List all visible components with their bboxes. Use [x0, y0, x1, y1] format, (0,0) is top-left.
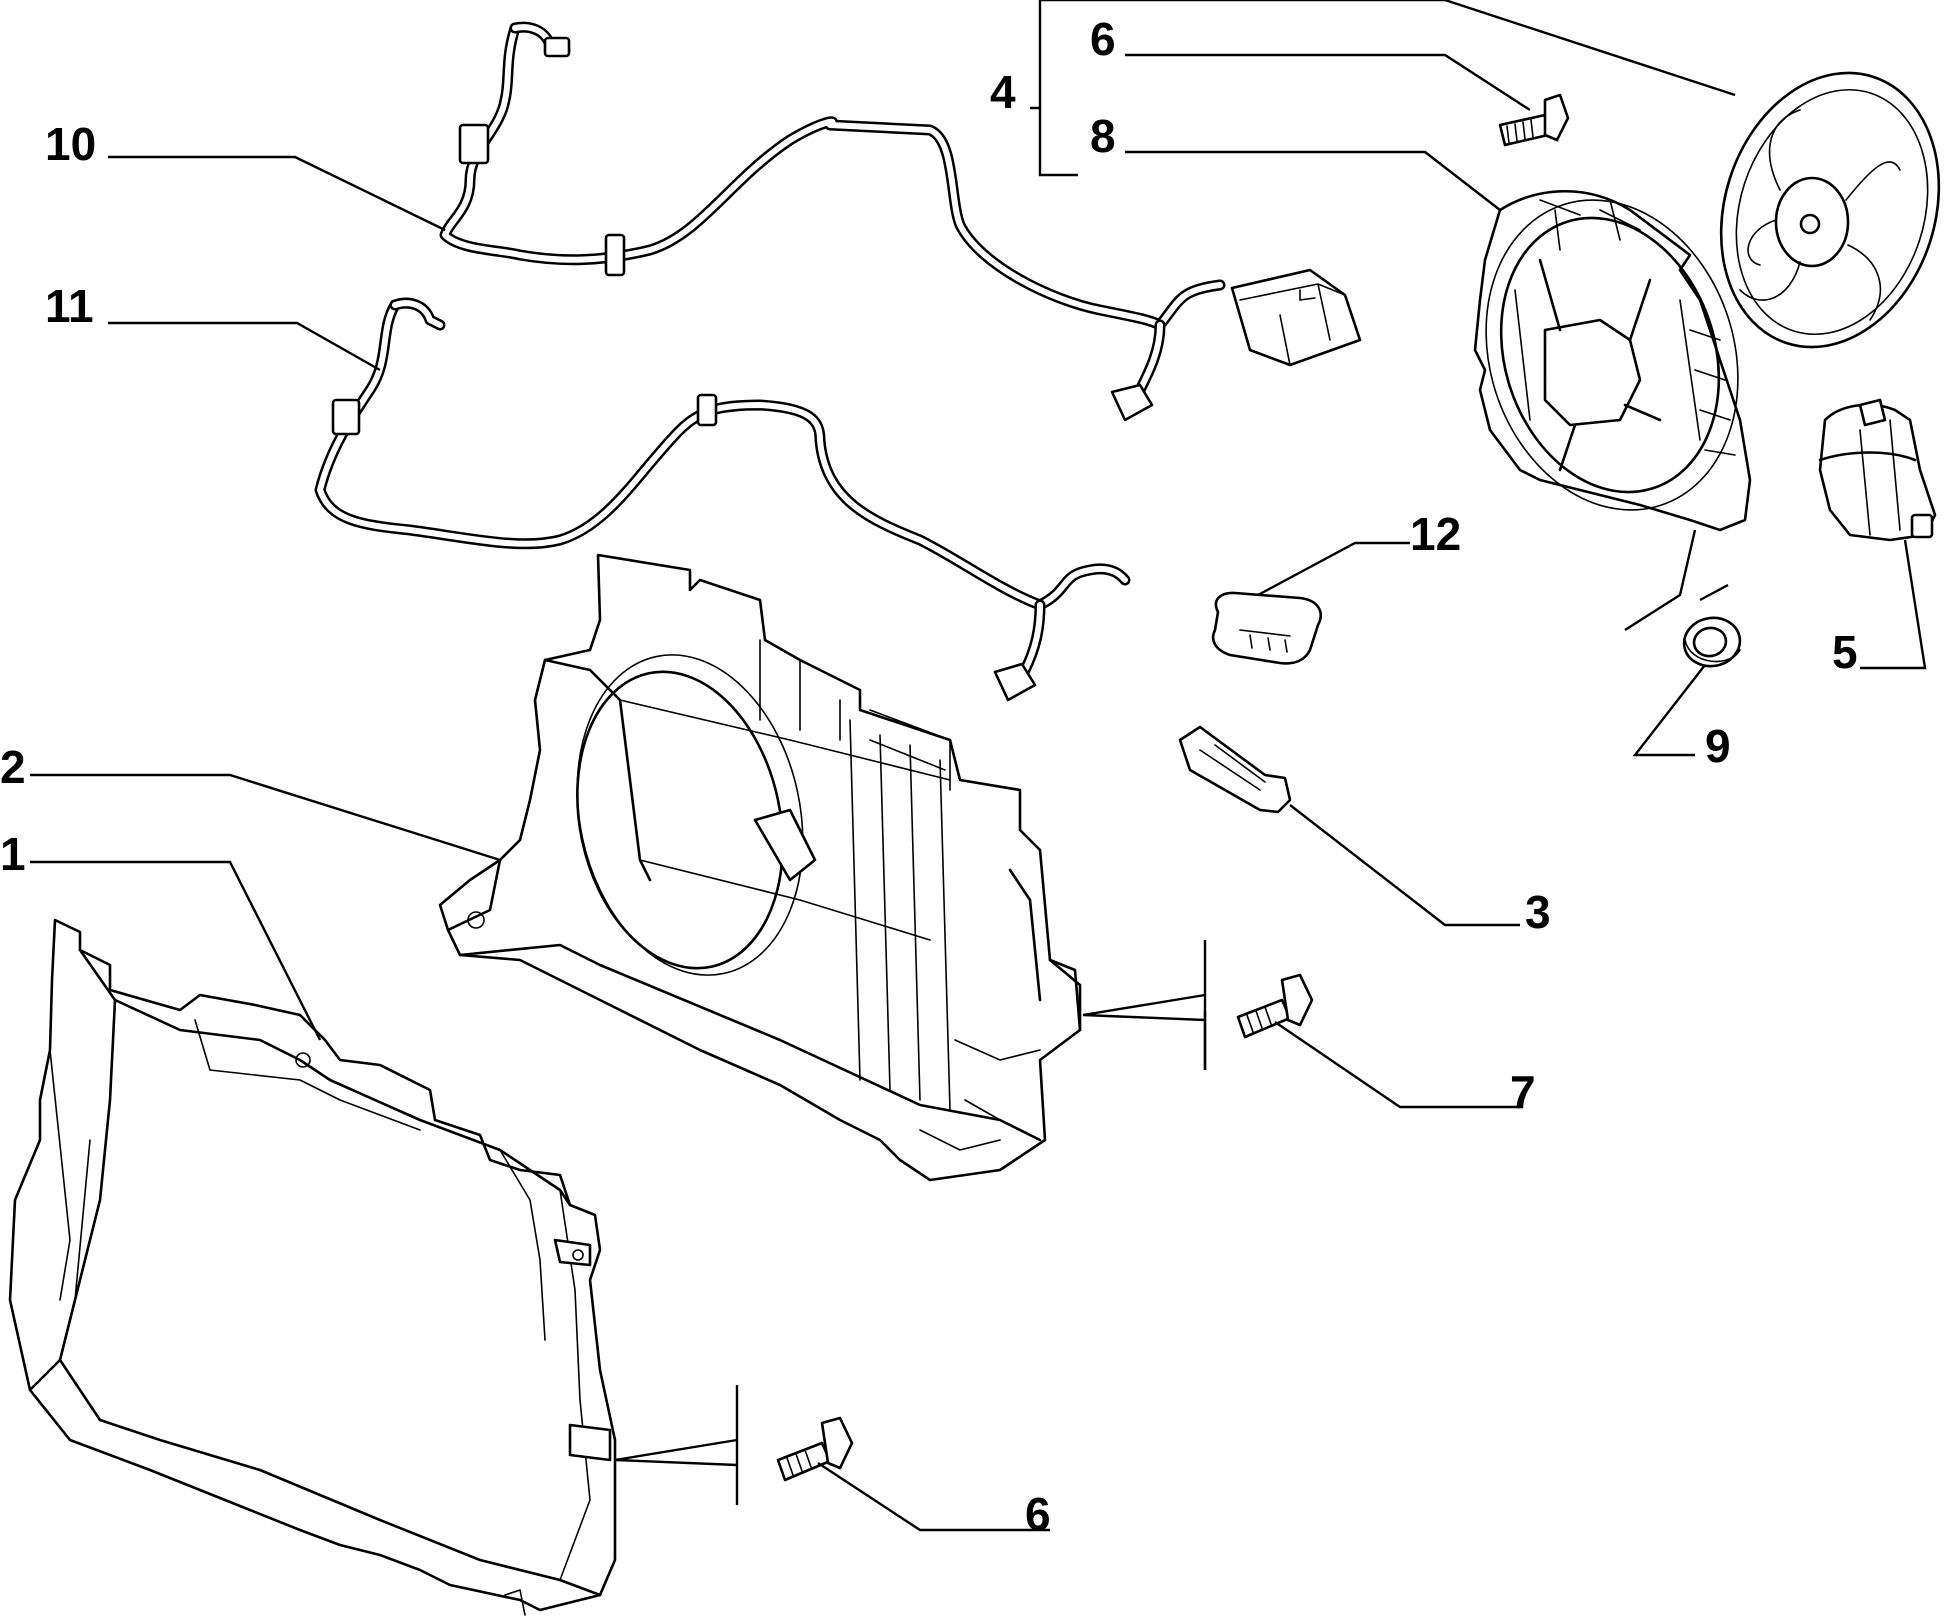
- callout-11: 11: [45, 280, 94, 332]
- callout-10: 10: [45, 118, 96, 170]
- callout-7: 7: [1510, 1066, 1536, 1118]
- wiring-harness-upper: [439, 21, 1362, 422]
- callout-2: 2: [0, 741, 26, 793]
- bolt-center: [1236, 973, 1314, 1039]
- callout-3: 3: [1525, 886, 1551, 938]
- callout-6-bottom: 6: [1025, 1488, 1051, 1540]
- fan-shroud-ring: [1473, 190, 1752, 532]
- radiator-frame: [8, 918, 617, 1616]
- callout-9: 9: [1705, 720, 1731, 772]
- fan-blade: [1719, 71, 1941, 349]
- callout-1: 1: [0, 828, 26, 880]
- callout-4: 4: [990, 66, 1016, 118]
- leader-lines: [30, 0, 1927, 1532]
- fan-motor: [1818, 398, 1937, 542]
- resistor: [1178, 725, 1292, 814]
- wiring-harness-lower: [314, 297, 1131, 702]
- bolt-lower: [776, 1416, 854, 1482]
- fan-shroud-frame: [438, 553, 1082, 1182]
- callout-5: 5: [1832, 626, 1858, 678]
- grommet: [1682, 616, 1742, 668]
- resistor-plate: [1211, 591, 1322, 665]
- callout-12: 12: [1410, 508, 1461, 560]
- callout-8: 8: [1090, 110, 1116, 162]
- bolt-upper: [1498, 93, 1570, 147]
- callout-labels: 1 2 3 4 5 6 6 7 8 9 10 11 12: [0, 13, 1858, 1540]
- callout-6-top: 6: [1090, 13, 1116, 65]
